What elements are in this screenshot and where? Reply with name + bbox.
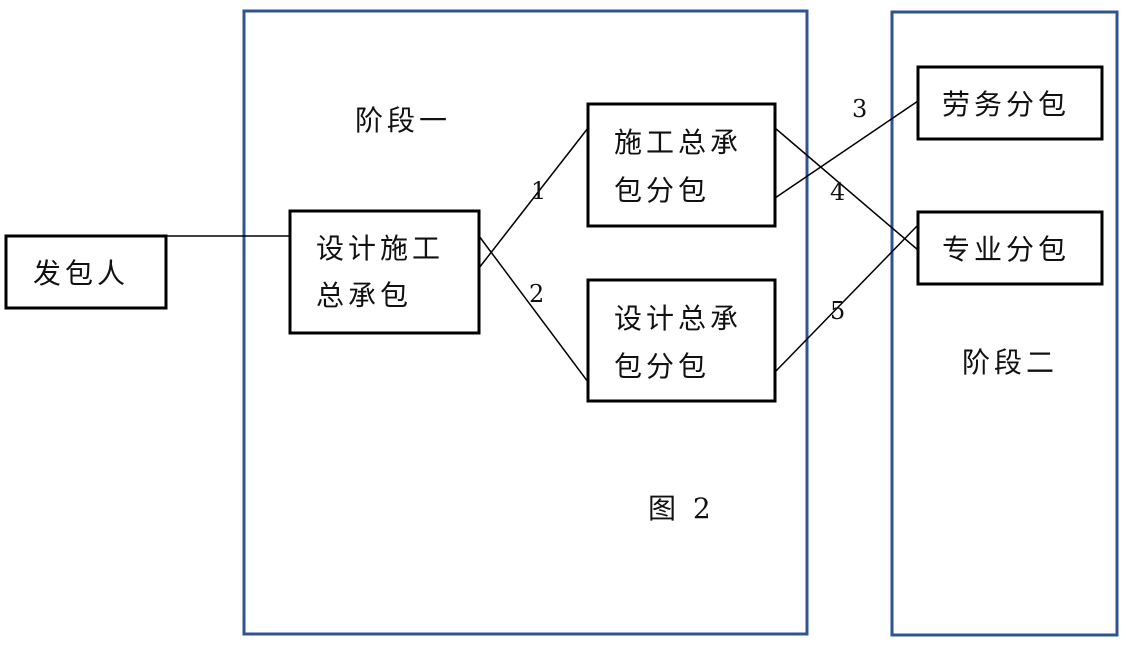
stage-one-label: 阶段一 <box>355 104 451 137</box>
node-specialty-label: 专业分包 <box>942 233 1070 266</box>
stage-one-frame <box>242 9 809 636</box>
edge-5-label: 5 <box>830 297 845 325</box>
edge-2 <box>478 235 589 383</box>
edge-2-label: 2 <box>529 280 544 308</box>
edge-3-label: 3 <box>852 95 867 123</box>
edge-5 <box>774 224 919 373</box>
node-labor-label: 劳务分包 <box>942 88 1070 121</box>
node-design-general-subcontract <box>586 278 777 403</box>
node-design-construction-line2: 总承包 <box>316 279 412 312</box>
node-specialty-subcontract <box>916 210 1104 286</box>
node-labor-subcontract <box>916 65 1104 141</box>
node-employer <box>4 234 168 310</box>
node-construction-general-line1: 施工总承 <box>614 126 742 159</box>
edge-4 <box>774 127 919 251</box>
node-construction-general-line2: 包分包 <box>614 174 710 207</box>
stage-two-label: 阶段二 <box>962 346 1058 379</box>
node-design-construction-general <box>288 209 481 335</box>
edge-4-label: 4 <box>830 178 845 206</box>
stage-two-frame <box>890 10 1119 637</box>
edge-1 <box>478 127 589 269</box>
node-employer-label: 发包人 <box>33 257 129 290</box>
figure-caption: 图 2 <box>648 492 715 525</box>
edge-3 <box>774 100 919 199</box>
node-design-general-line1: 设计总承 <box>614 302 742 335</box>
node-design-general-line2: 包分包 <box>614 350 710 383</box>
edge-1-label: 1 <box>531 177 546 205</box>
node-design-construction-line1: 设计施工 <box>316 232 444 265</box>
node-construction-general-subcontract <box>586 102 777 228</box>
